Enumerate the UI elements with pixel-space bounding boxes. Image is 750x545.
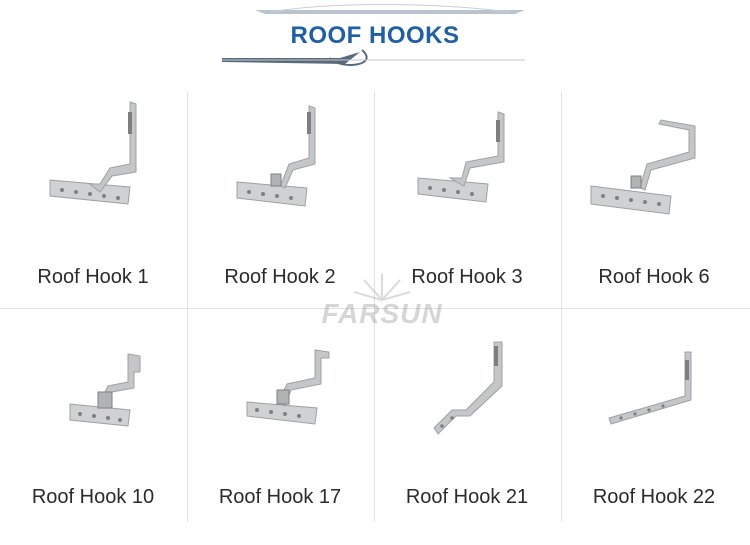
- product-card[interactable]: Roof Hook 22: [561, 312, 747, 530]
- roof-hook-image: [608, 351, 692, 425]
- roof-hook-image: [433, 341, 503, 435]
- sun-icon: [353, 274, 411, 301]
- product-label: Roof Hook 3: [411, 266, 523, 288]
- product-label: Roof Hook 2: [224, 266, 336, 288]
- product-label: Roof Hook 21: [405, 486, 529, 508]
- product-label: Roof Hook 17: [218, 486, 342, 508]
- product-card[interactable]: Roof Hook 6: [561, 92, 747, 310]
- product-label: Roof Hook 1: [37, 266, 149, 288]
- product-card[interactable]: Roof Hook 1: [0, 92, 186, 310]
- roof-hook-image: [246, 349, 330, 425]
- divider: [187, 92, 188, 522]
- product-label: Roof Hook 22: [592, 486, 716, 508]
- product-card[interactable]: Roof Hook 3: [374, 92, 560, 310]
- page-title: ROOF HOOKS: [290, 22, 460, 49]
- watermark-logo: FARSUN: [312, 270, 452, 330]
- header-ornament: [222, 4, 525, 66]
- roof-hook-image: [236, 105, 316, 207]
- divider: [374, 92, 375, 522]
- product-card[interactable]: Roof Hook 2: [187, 92, 373, 310]
- divider: [561, 92, 562, 522]
- roof-hook-image: [49, 101, 137, 205]
- roof-hook-image: [69, 353, 141, 427]
- page-header: ROOF HOOKS: [0, 0, 750, 80]
- roof-hook-image: [417, 111, 505, 203]
- product-card[interactable]: Roof Hook 21: [374, 312, 560, 530]
- product-card[interactable]: Roof Hook 10: [0, 312, 186, 530]
- watermark-text: FARSUN: [321, 298, 443, 329]
- divider: [0, 308, 750, 309]
- product-grid: Roof Hook 1 Roof Hook 2 Roof Hook 3 Roof…: [0, 92, 750, 532]
- product-label: Roof Hook 10: [31, 486, 155, 508]
- product-label: Roof Hook 6: [598, 266, 710, 288]
- product-card[interactable]: Roof Hook 17: [187, 312, 373, 530]
- roof-hook-image: [590, 119, 696, 215]
